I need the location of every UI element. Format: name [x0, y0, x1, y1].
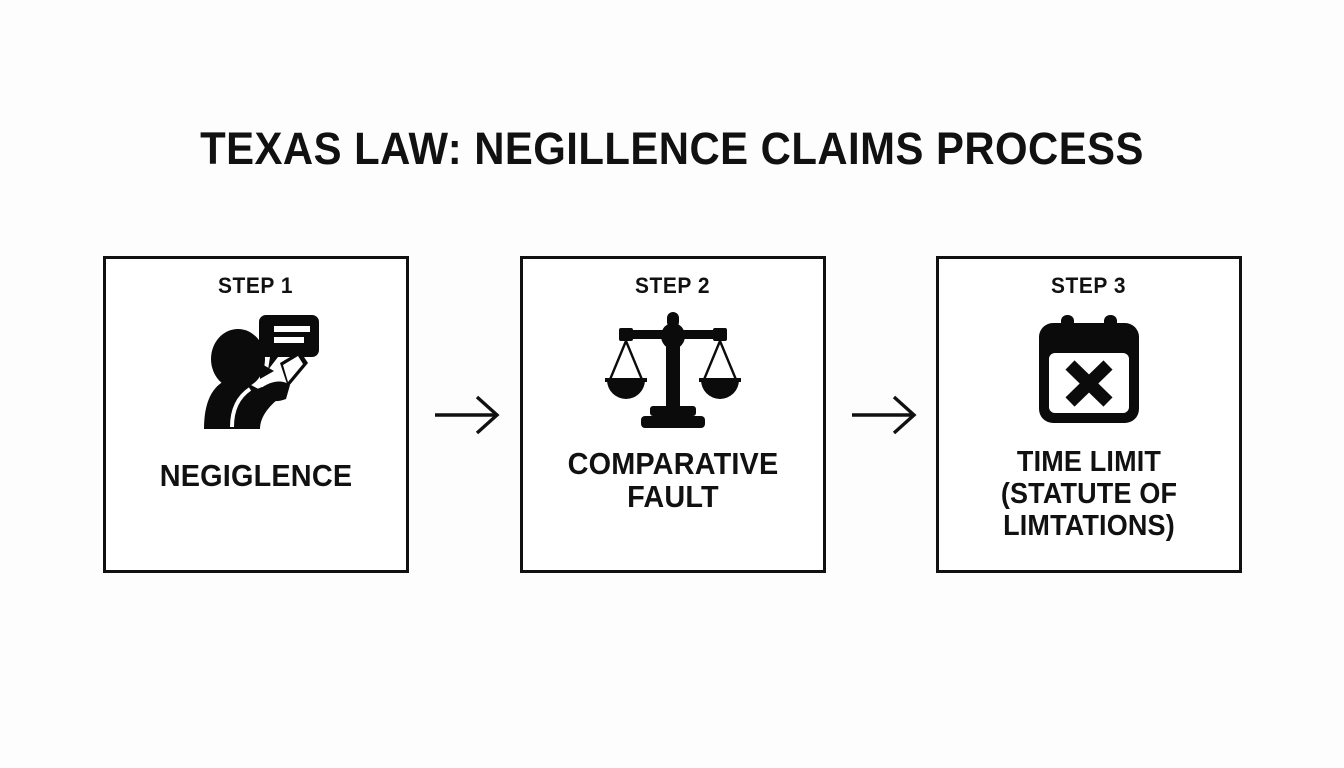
step-3-label-line-1: TIME LIMIT [1016, 446, 1162, 478]
step-3-label-line-2: (STATUTE OF [1000, 477, 1178, 510]
step-1-label: NEGIGLENCE [159, 458, 353, 493]
step-card-1[interactable]: STEP 1 [103, 256, 409, 573]
process-flow: STEP 1 [103, 256, 1242, 573]
page-title: TEXAS LAW: NEGILLENCE CLAIMS PROCESS [200, 123, 1144, 174]
arrow-step2-to-step3 [826, 389, 943, 441]
step-card-2[interactable]: STEP 2 [520, 256, 826, 573]
balance-scales-icon [603, 311, 743, 431]
person-with-phone-and-speech-bubble-icon [194, 311, 319, 431]
step-1-header: STEP 1 [218, 273, 294, 298]
step-3-label: TIME LIMIT (STATUTE OF LIMTATIONS) [959, 446, 1219, 543]
step-3-header: STEP 3 [1051, 273, 1127, 298]
step-3-label-line-3: LIMTATIONS) [1003, 509, 1175, 542]
arrow-step1-to-step2 [409, 389, 526, 441]
step-2-header: STEP 2 [635, 273, 711, 298]
calendar-with-x-icon [1035, 311, 1143, 431]
step-2-label: COMPARATIVE FAULT [567, 446, 779, 515]
step-card-3[interactable]: STEP 3 [936, 256, 1242, 573]
